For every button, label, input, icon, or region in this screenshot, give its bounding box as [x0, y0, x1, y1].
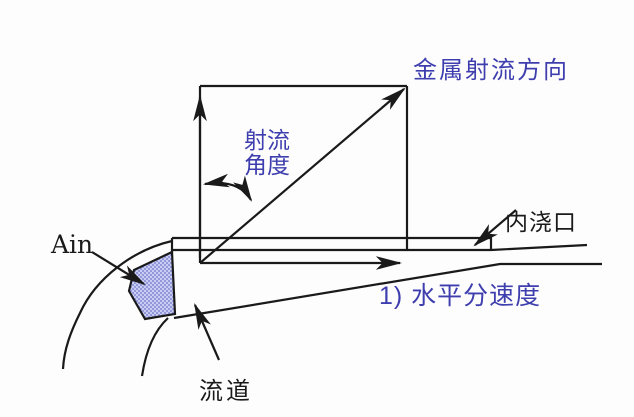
cavity-upper-wall [490, 243, 588, 252]
inner-gate-pointer-arrow [473, 209, 517, 247]
jet-direction-arrow [199, 87, 406, 264]
jet-angle-label-line1: 射流 [244, 127, 290, 153]
inlet-area-shape [127, 250, 177, 321]
horizontal-velocity-label: 1) 水平分速度 [379, 282, 542, 310]
runner-inner-curve [140, 317, 169, 377]
jet-angle-label: 射流 角度 [236, 128, 298, 178]
jet-angle-label-line2: 角度 [244, 152, 290, 178]
runner-pointer-arrow [193, 302, 221, 361]
jet-direction-label: 金属射流方向 [413, 57, 569, 84]
cavity-lower-wall [173, 262, 602, 320]
inner-gate-label: 内浇口 [505, 209, 577, 235]
runner-outer-curve [61, 239, 173, 370]
runner-label: 流道 [199, 378, 253, 405]
inlet-area-pointer-arrow [91, 251, 146, 286]
jet-angle-arc-arrow [202, 173, 253, 202]
inlet-area-label: Ain [51, 230, 94, 259]
